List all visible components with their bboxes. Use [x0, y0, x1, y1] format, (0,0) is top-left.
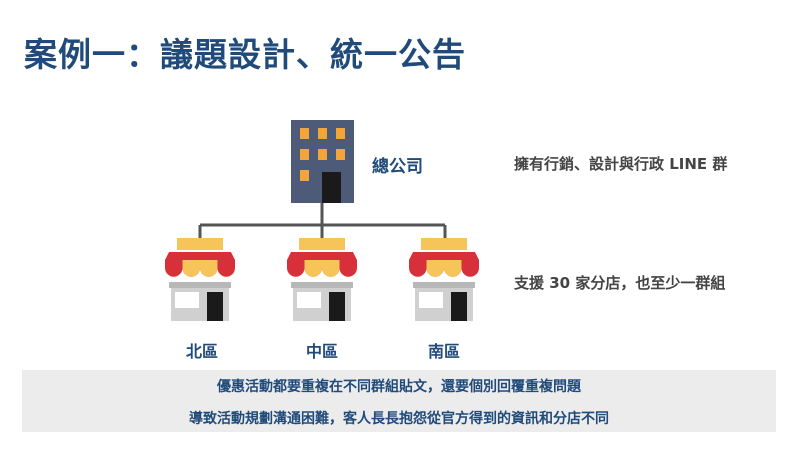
branch-label-north: 北區	[185, 342, 218, 361]
problem-line-2: 導致活動規劃溝通困難，客人長長抱怨從官方得到的資訊和分店不同	[189, 411, 609, 427]
page-title: 案例一：議題設計、統一公告	[24, 35, 466, 74]
headquarters-building-icon	[291, 120, 354, 203]
branch-label-center: 中區	[305, 342, 338, 361]
shop-center-icon	[287, 238, 357, 321]
shop-north-icon	[165, 238, 235, 321]
branch-label-south: 南區	[427, 342, 460, 361]
branches-description: 支援 30 家分店，也至少一群組	[514, 274, 726, 292]
headquarters-label: 總公司	[372, 157, 423, 177]
connector-lines	[198, 203, 447, 240]
problem-line-1: 優惠活動都要重複在不同群組貼文，還要個別回覆重複問題	[217, 379, 581, 395]
problem-box: 優惠活動都要重複在不同群組貼文，還要個別回覆重複問題 導致活動規劃溝通困難，客人…	[22, 370, 776, 432]
headquarters-description: 擁有行銷、設計與行政 LINE 群	[514, 155, 728, 173]
shop-south-icon	[409, 238, 479, 321]
